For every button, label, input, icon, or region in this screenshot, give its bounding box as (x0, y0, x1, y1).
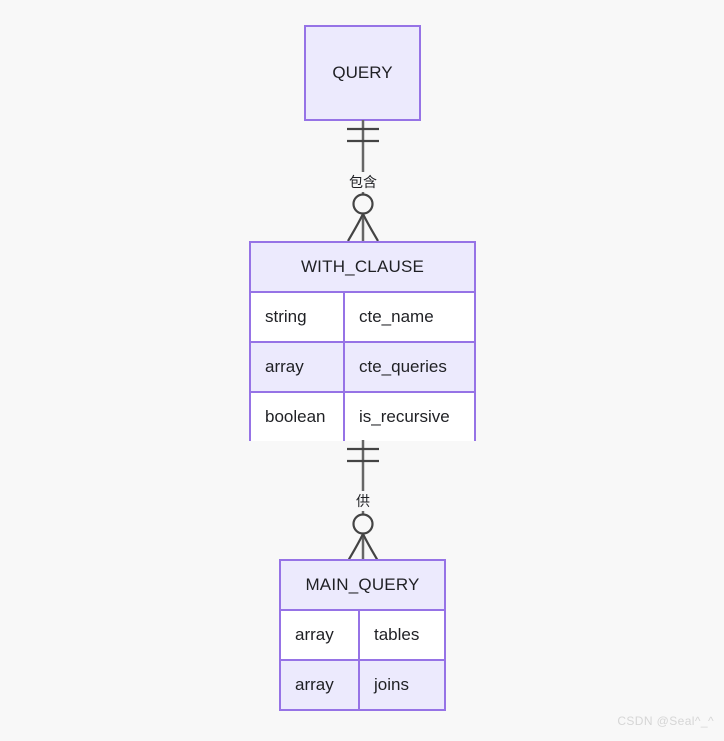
attribute-row[interactable]: array cte_queries (251, 341, 474, 391)
attribute-name: tables (374, 625, 420, 644)
watermark: CSDN @Seal^_^ (617, 714, 714, 728)
attribute-name: cte_name (359, 307, 434, 326)
relationship-label-provides: 供 (353, 491, 373, 511)
cardinality-zero-circle (352, 513, 374, 535)
attribute-row[interactable]: array joins (281, 659, 444, 709)
attribute-name: joins (374, 675, 409, 694)
crows-foot-right (362, 213, 379, 242)
attribute-type: array (281, 611, 360, 659)
cardinality-zero-circle (352, 193, 374, 215)
attribute-row[interactable]: boolean is_recursive (251, 391, 474, 441)
entity-main-query[interactable]: MAIN_QUERY array tables array joins (279, 559, 446, 711)
entity-with-clause-title: WITH_CLAUSE (251, 243, 474, 291)
entity-query-title: QUERY (332, 63, 393, 82)
attribute-name: is_recursive (359, 407, 450, 426)
crows-foot-left (347, 533, 364, 562)
relationship-label-contains: 包含 (346, 172, 380, 192)
entity-query[interactable]: QUERY (304, 25, 421, 121)
attribute-row[interactable]: string cte_name (251, 291, 474, 341)
entity-with-clause[interactable]: WITH_CLAUSE string cte_name array cte_qu… (249, 241, 476, 441)
crows-foot-left (347, 213, 364, 242)
attribute-type: string (251, 293, 345, 341)
attribute-row[interactable]: array tables (281, 609, 444, 659)
attribute-type: boolean (251, 393, 345, 441)
attribute-type: array (251, 343, 345, 391)
crows-foot-right (362, 533, 379, 562)
attribute-name: cte_queries (359, 357, 447, 376)
entity-main-query-title: MAIN_QUERY (281, 561, 444, 609)
attribute-type: array (281, 661, 360, 709)
